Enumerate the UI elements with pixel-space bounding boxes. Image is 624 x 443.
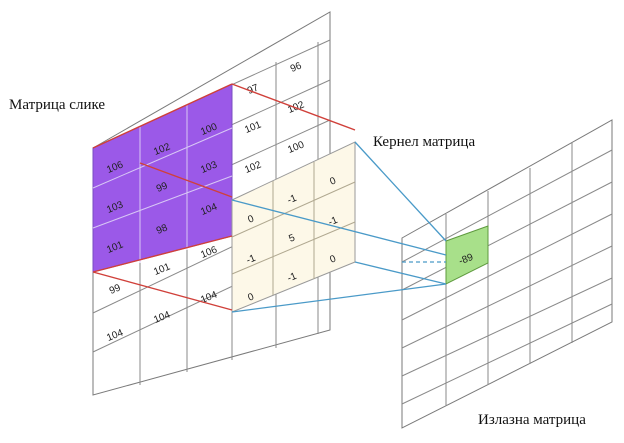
image-cell: 96	[289, 60, 304, 75]
red-connector-lines	[92, 83, 356, 311]
output-highlight-cell	[445, 225, 489, 285]
image-cell: 106	[199, 244, 219, 261]
kernel-matrix-label: Кернел матрица	[373, 134, 476, 150]
image-cell: 98	[155, 222, 170, 237]
image-matrix-label: Матрица слике	[9, 97, 106, 113]
image-cell: 101	[152, 261, 172, 278]
kernel-matrix-grid	[231, 141, 356, 313]
kernel-cell: 0	[246, 213, 256, 225]
image-cell: 104	[152, 309, 172, 326]
kernel-cell: 5	[287, 232, 297, 244]
image-cell: 101	[243, 119, 263, 136]
output-matrix-label: Излазна матрица	[478, 412, 586, 428]
kernel-cell: 0	[328, 253, 338, 265]
kernel-cell: 0	[328, 175, 338, 187]
output-value: -89	[457, 252, 475, 267]
image-cell: 99	[155, 180, 170, 195]
image-cell: 104	[105, 327, 125, 344]
kernel-cell: 0	[246, 291, 256, 303]
image-cell: 100	[286, 139, 306, 156]
output-matrix-grid: -89	[401, 119, 613, 429]
image-cell: 99	[108, 282, 123, 297]
image-cell: 102	[243, 159, 263, 176]
blue-connector-lines	[231, 141, 447, 313]
